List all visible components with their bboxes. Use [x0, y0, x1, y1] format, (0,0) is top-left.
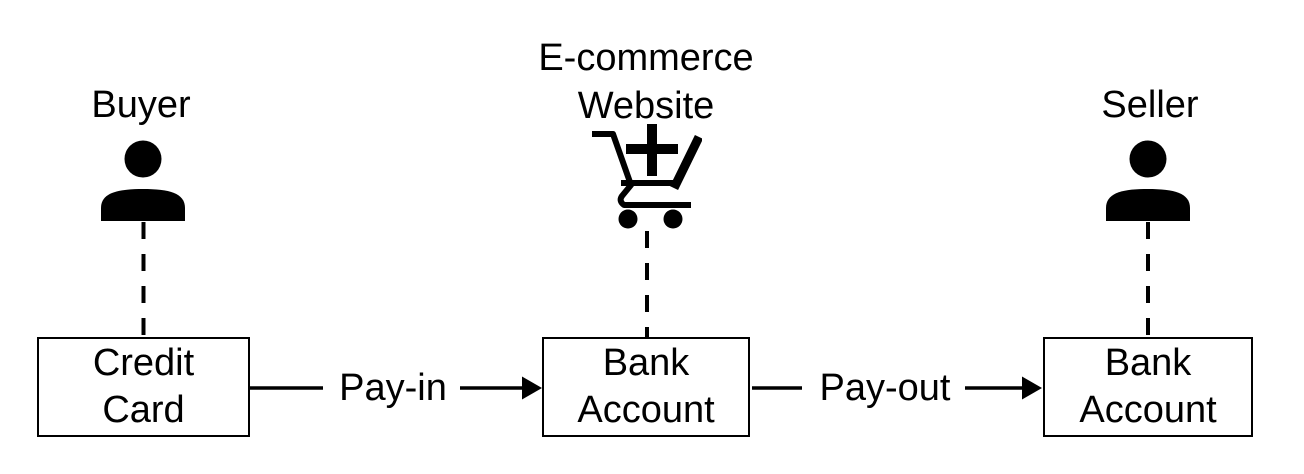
node-credit-card-label: Credit Card — [92, 342, 195, 431]
node-bank-account-seller: Bank Account — [1043, 337, 1253, 437]
node-credit-card: Credit Card — [37, 337, 250, 437]
node-bank-account-ecommerce: Bank Account — [542, 337, 750, 437]
person-icon — [101, 140, 185, 227]
pay-in-arrowhead — [522, 376, 542, 400]
pay-out-arrowhead — [1022, 376, 1042, 400]
cart-plus-icon — [592, 123, 704, 234]
actor-label-ecommerce-website: E-commerce Website — [538, 37, 754, 127]
node-bank-account-seller-label: Bank Account — [1079, 342, 1217, 431]
pay-out-connector — [752, 376, 1042, 400]
person-icon — [1106, 140, 1190, 227]
node-bank-account-ecommerce-label: Bank Account — [577, 342, 715, 431]
actor-label-seller: Seller — [1101, 84, 1199, 126]
pay-in-connector — [250, 376, 542, 400]
flow-label-pay-in: Pay-in — [339, 367, 447, 409]
actor-label-buyer: Buyer — [91, 84, 191, 126]
flow-label-pay-out: Pay-out — [819, 367, 951, 409]
